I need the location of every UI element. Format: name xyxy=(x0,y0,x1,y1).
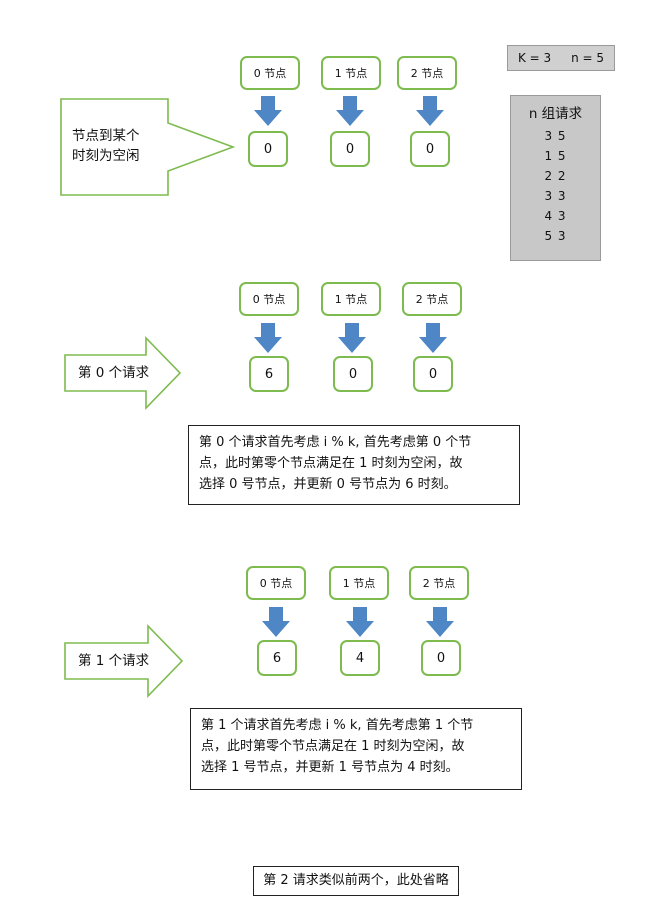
parameters-box: K = 3 n = 5 xyxy=(507,45,615,71)
down-arrow-icon xyxy=(262,607,290,637)
down-arrow-icon xyxy=(336,96,364,126)
request-1-arrow xyxy=(64,624,184,698)
step0-node-1-value: 0 xyxy=(333,356,373,392)
step0-node-0-label: 0 节点 xyxy=(239,282,299,316)
request-row: 3 3 xyxy=(544,189,567,203)
step1-node-1-label: 1 节点 xyxy=(329,566,389,600)
top-node-1-value: 0 xyxy=(330,131,370,167)
step0-node-2-label: 2 节点 xyxy=(402,282,462,316)
down-arrow-icon xyxy=(416,96,444,126)
initial-state-arrow-label: 节点到某个 时刻为空闲 xyxy=(72,128,140,164)
down-arrow-icon xyxy=(338,323,366,353)
request-0-explanation: 第 0 个请求首先考虑 i % k, 首先考虑第 0 个节 点，此时第零个节点满… xyxy=(188,425,520,505)
top-node-0-value: 0 xyxy=(248,131,288,167)
request-1-arrow-label: 第 1 个请求 xyxy=(78,653,150,669)
top-node-2-value: 0 xyxy=(410,131,450,167)
step1-node-2-value: 0 xyxy=(421,640,461,676)
request-row: 4 3 xyxy=(544,209,567,223)
top-node-1-label: 1 节点 xyxy=(321,56,381,90)
k-value: K = 3 xyxy=(517,51,552,65)
request-1-explanation: 第 1 个请求首先考虑 i % k, 首先考虑第 1 个节 点，此时第零个节点满… xyxy=(190,708,522,790)
down-arrow-icon xyxy=(346,607,374,637)
step1-node-1-value: 4 xyxy=(340,640,380,676)
request-row: 1 5 xyxy=(544,149,567,163)
step0-node-2-value: 0 xyxy=(413,356,453,392)
top-node-2-label: 2 节点 xyxy=(397,56,457,90)
requests-title: n 组请求 xyxy=(528,106,583,122)
top-node-0-label: 0 节点 xyxy=(240,56,300,90)
down-arrow-icon xyxy=(254,96,282,126)
step0-node-0-value: 6 xyxy=(249,356,289,392)
step1-node-2-label: 2 节点 xyxy=(409,566,469,600)
step0-node-1-label: 1 节点 xyxy=(321,282,381,316)
request-row: 3 5 xyxy=(544,129,567,143)
requests-box: n 组请求 3 5 1 5 2 2 3 3 4 3 5 3 xyxy=(510,95,601,261)
request-row: 2 2 xyxy=(544,169,567,183)
remaining-requests-note: 第 2 请求类似前两个，此处省略 xyxy=(253,866,459,896)
initial-state-arrow xyxy=(60,98,236,196)
request-row: 5 3 xyxy=(544,229,567,243)
n-value: n = 5 xyxy=(571,51,605,65)
step1-node-0-value: 6 xyxy=(257,640,297,676)
down-arrow-icon xyxy=(426,607,454,637)
request-0-arrow xyxy=(64,336,182,410)
down-arrow-icon xyxy=(254,323,282,353)
down-arrow-icon xyxy=(419,323,447,353)
step1-node-0-label: 0 节点 xyxy=(246,566,306,600)
request-0-arrow-label: 第 0 个请求 xyxy=(78,365,150,381)
